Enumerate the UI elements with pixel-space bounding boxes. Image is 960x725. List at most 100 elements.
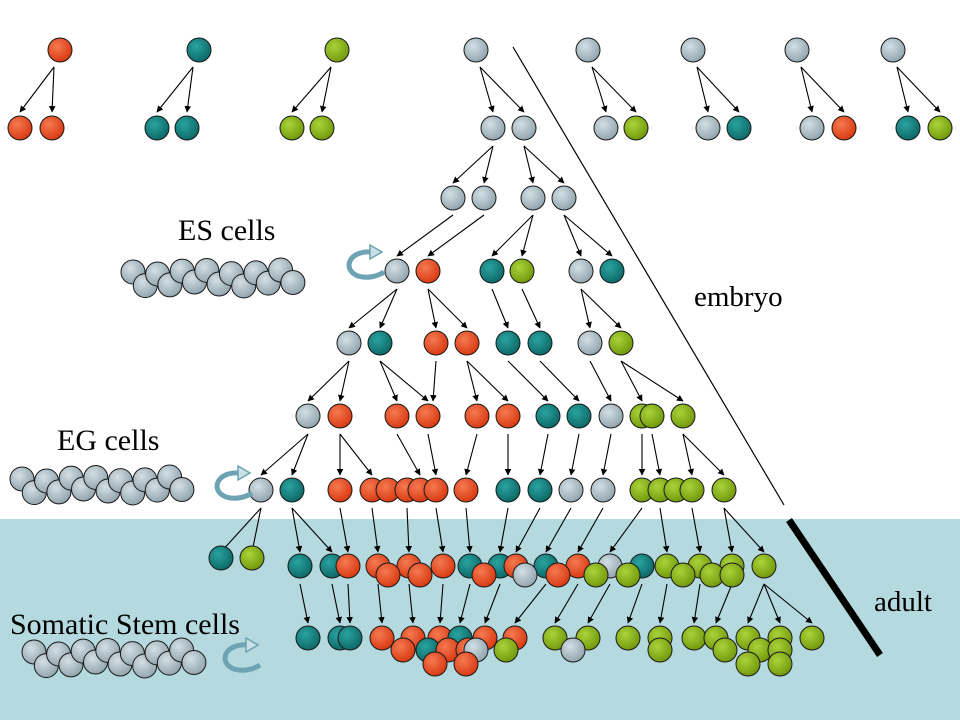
- teal-cell: [367, 330, 393, 356]
- lime-cell: [639, 403, 665, 429]
- red-cell: [454, 330, 480, 356]
- lineage-arrow: [521, 288, 541, 329]
- red-cell: [430, 553, 456, 579]
- lineage-arrow: [479, 66, 525, 113]
- lineage-arrow: [896, 66, 910, 113]
- red-cell: [495, 403, 521, 429]
- lineage-arrow: [465, 507, 473, 553]
- lineage-arrow: [430, 360, 437, 402]
- lineage-arrow: [427, 433, 439, 476]
- lineage-arrow: [458, 583, 471, 624]
- lime-cell: [615, 562, 641, 588]
- lineage-arrow: [408, 583, 416, 624]
- lime-cell: [542, 625, 568, 651]
- lineage-arrow: [331, 583, 343, 624]
- lime-cell: [681, 625, 707, 651]
- gray-cell: [295, 403, 321, 429]
- lineage-arrow: [435, 507, 446, 553]
- lime-cell: [239, 545, 265, 571]
- lineage-arrow: [659, 507, 670, 553]
- gray-cell: [799, 115, 825, 141]
- red-cell: [831, 115, 857, 141]
- gray-cell: [590, 477, 616, 503]
- lineage-arrow: [339, 507, 351, 553]
- lineage-arrow: [691, 583, 701, 624]
- lime-cell: [324, 37, 350, 63]
- lime-cell: [735, 651, 761, 677]
- lineage-arrow: [609, 507, 643, 553]
- gray-cell: [593, 115, 619, 141]
- lineage-arrow: [405, 507, 413, 553]
- gray-cell: [336, 330, 362, 356]
- lime-cell: [608, 330, 634, 356]
- lineage-arrow: [691, 507, 703, 553]
- lime-cell: [623, 115, 649, 141]
- teal-cell: [337, 625, 363, 651]
- red-cell: [327, 477, 353, 503]
- lineage-arrow: [491, 214, 534, 257]
- lineage-arrow: [497, 507, 509, 553]
- gray-cell: [511, 115, 537, 141]
- lime-cell: [670, 403, 696, 429]
- lineage-arrow: [507, 360, 549, 402]
- lineage-arrow: [396, 214, 454, 257]
- lineage-arrow: [620, 360, 684, 402]
- red-cell: [7, 115, 33, 141]
- lineage-arrow: [482, 145, 494, 184]
- lime-cell: [927, 115, 953, 141]
- lineage-arrow: [427, 214, 485, 257]
- gray-cell: [560, 637, 586, 663]
- lineage-arrow: [291, 66, 332, 113]
- lineage-arrow: [591, 66, 608, 113]
- teal-cell: [287, 553, 313, 579]
- lineage-arrow: [339, 433, 373, 476]
- lineage-arrow: [896, 66, 941, 113]
- lineage-arrow: [696, 66, 740, 113]
- lineage-arrow: [346, 583, 353, 624]
- teal-cell: [726, 115, 752, 141]
- lineage-arrow: [723, 507, 765, 553]
- gray-cell: [471, 185, 497, 211]
- lineage-arrow: [537, 433, 549, 476]
- lime-cell: [670, 562, 696, 588]
- lime-cell: [711, 477, 737, 503]
- gray-cell: [480, 115, 506, 141]
- lineage-arrow: [568, 433, 580, 476]
- lineage-arrow: [600, 433, 612, 476]
- lineage-arrow: [800, 66, 845, 113]
- gray-cell: [551, 185, 577, 211]
- lineage-arrow: [580, 288, 592, 329]
- teal-cell: [295, 625, 321, 651]
- lineage-arrow: [723, 507, 735, 553]
- lineage-arrow: [563, 214, 613, 257]
- gray-cell: [463, 37, 489, 63]
- lineage-arrow: [554, 583, 579, 624]
- lineage-arrow: [514, 583, 547, 624]
- lime-cell: [309, 115, 335, 141]
- lime-cell: [647, 637, 673, 663]
- lineage-arrow: [651, 433, 663, 476]
- eg-cells-label: EG cells: [57, 424, 160, 457]
- red-cell: [369, 625, 395, 651]
- lime-cell: [509, 258, 535, 284]
- lime-cell: [493, 637, 519, 663]
- teal-cell: [599, 258, 625, 284]
- teal-cell: [144, 115, 170, 141]
- lineage-arrow: [249, 507, 262, 553]
- red-cell: [453, 651, 479, 677]
- lineage-arrow: [620, 360, 643, 402]
- es-cells-label: ES cells: [178, 214, 276, 247]
- gray-cell: [695, 115, 721, 141]
- lineage-arrow: [657, 583, 668, 624]
- lineage-arrow: [291, 507, 303, 553]
- teal-cell: [174, 115, 200, 141]
- gray-cell: [680, 37, 706, 63]
- lineage-arrow: [348, 288, 398, 329]
- lineage-arrow: [523, 145, 535, 184]
- lineage-arrow: [545, 507, 572, 553]
- gray-cell: [248, 477, 274, 503]
- lineage-arrow: [591, 66, 637, 113]
- red-cell: [375, 562, 401, 588]
- lineage-arrow: [48, 66, 56, 113]
- lineage-arrow: [184, 66, 194, 113]
